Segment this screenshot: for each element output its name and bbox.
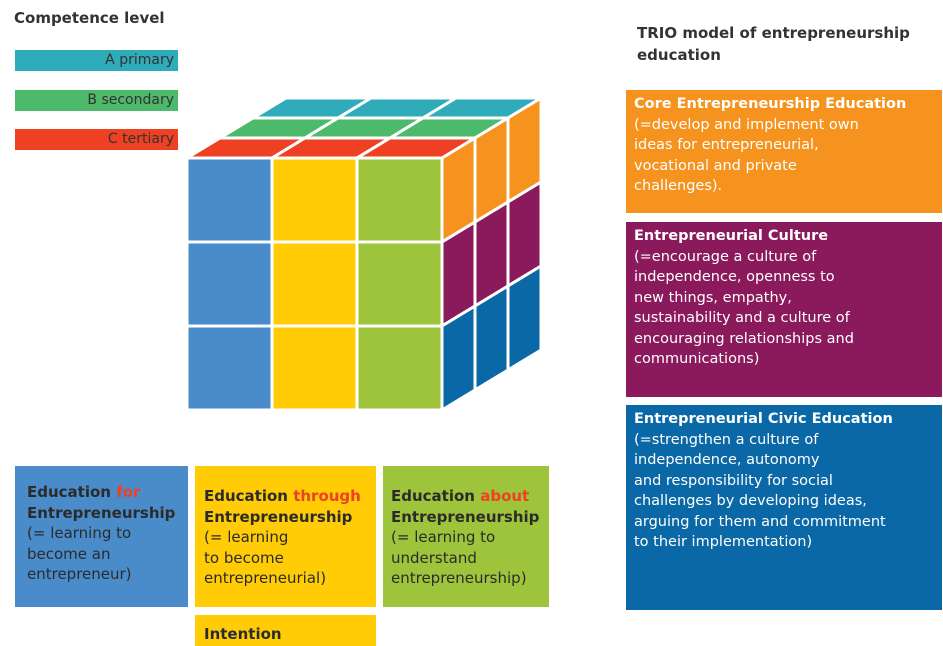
education-for-subject: Entrepreneurship xyxy=(27,503,176,522)
education-for-description: (= learning to become an entrepreneur) xyxy=(27,524,132,583)
education-about-description: (= learning to understand entrepreneursh… xyxy=(391,528,527,587)
cube-front-cell xyxy=(355,156,444,244)
culture-description: (=encourage a culture of independence, o… xyxy=(634,248,854,368)
cube-right-cell xyxy=(473,284,510,392)
legend-item-b: B secondary xyxy=(15,90,178,111)
cube-front-cell xyxy=(185,324,274,412)
education-through-box: Education through Entrepreneurship (= le… xyxy=(195,466,376,607)
education-through-prefix: Education xyxy=(204,487,294,505)
cube-front-cell xyxy=(185,156,274,244)
legend-title: Competence level xyxy=(14,9,165,27)
core-education-box: Core Entrepreneurship Education (=develo… xyxy=(626,90,942,213)
cube-front-cell xyxy=(355,240,444,328)
intention-box: Intention xyxy=(195,615,376,646)
cube-front-cell xyxy=(270,156,359,244)
cube-front-cell xyxy=(270,240,359,328)
education-through-keyword: through xyxy=(293,487,361,505)
education-about-keyword: about xyxy=(480,487,530,505)
trio-title: TRIO model of entrepreneurship education xyxy=(637,24,910,64)
culture-heading: Entrepreneurial Culture xyxy=(634,228,829,244)
intention-label: Intention xyxy=(204,625,282,643)
education-through-subject: Entrepreneurship xyxy=(204,507,353,526)
civic-education-box: Entrepreneurial Civic Education (=streng… xyxy=(626,405,942,610)
civic-education-heading: Entrepreneurial Civic Education xyxy=(634,411,893,427)
civic-education-description: (=strengthen a culture of independence, … xyxy=(634,431,886,551)
education-about-prefix: Education xyxy=(391,487,481,505)
education-through-description: (= learning to become entrepreneurial) xyxy=(204,528,327,587)
cube-right-cell xyxy=(506,264,543,372)
culture-box: Entrepreneurial Culture (=encourage a cu… xyxy=(626,222,942,397)
education-for-box: Education for Entrepreneurship (= learni… xyxy=(15,466,188,607)
legend-item-c: C tertiary xyxy=(15,129,178,150)
education-about-box: Education about Entrepreneurship (= lear… xyxy=(383,466,549,607)
education-for-keyword: for xyxy=(116,483,141,501)
cube-front-cell xyxy=(355,324,444,412)
education-for-prefix: Education xyxy=(27,483,117,501)
cube-front-cell xyxy=(185,240,274,328)
cube-right-cell xyxy=(440,304,477,412)
core-education-description: (=develop and implement own ideas for en… xyxy=(634,116,859,195)
core-education-heading: Core Entrepreneurship Education xyxy=(634,96,907,112)
legend-item-a: A primary xyxy=(15,50,178,71)
cube-front-cell xyxy=(270,324,359,412)
education-about-subject: Entrepreneurship xyxy=(391,507,540,526)
